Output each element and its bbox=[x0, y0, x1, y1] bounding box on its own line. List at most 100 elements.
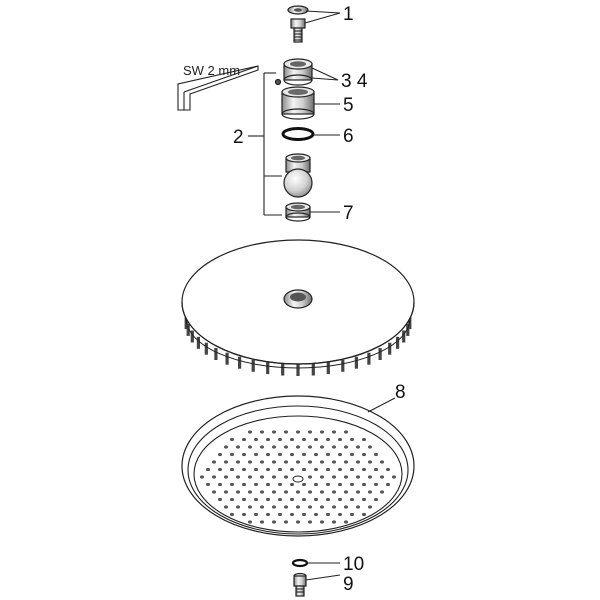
nozzle bbox=[236, 475, 240, 479]
shower-head-disc bbox=[181, 239, 415, 376]
nozzle bbox=[308, 430, 312, 434]
nozzle bbox=[368, 460, 372, 464]
nozzle bbox=[296, 490, 300, 494]
nozzle bbox=[248, 460, 252, 464]
nozzle bbox=[278, 482, 282, 487]
nozzle bbox=[350, 452, 354, 457]
nozzle bbox=[332, 505, 336, 509]
nozzle bbox=[284, 460, 288, 464]
nozzle bbox=[284, 430, 288, 434]
nozzle bbox=[242, 437, 246, 442]
nozzle bbox=[266, 452, 270, 457]
nozzle bbox=[236, 445, 240, 449]
nozzle bbox=[236, 490, 240, 494]
nozzle bbox=[230, 452, 234, 457]
label-6: 6 bbox=[343, 126, 354, 147]
nozzle bbox=[290, 482, 294, 487]
nozzle bbox=[326, 437, 330, 442]
nozzle bbox=[278, 452, 282, 457]
nozzle bbox=[290, 512, 294, 517]
nozzle bbox=[296, 430, 300, 434]
nozzle bbox=[344, 520, 348, 524]
nozzle bbox=[260, 490, 264, 494]
nozzle bbox=[338, 467, 342, 472]
nozzle bbox=[218, 467, 222, 472]
nozzle bbox=[380, 475, 384, 479]
nozzle bbox=[272, 490, 276, 494]
disc-clip bbox=[341, 359, 345, 372]
nozzle bbox=[368, 475, 372, 479]
nozzle bbox=[314, 512, 318, 517]
hex-key-icon bbox=[177, 65, 259, 111]
nozzle bbox=[368, 490, 372, 494]
nozzle bbox=[356, 505, 360, 509]
nozzle bbox=[254, 437, 258, 442]
nozzle bbox=[314, 467, 318, 472]
nozzle bbox=[278, 512, 282, 517]
nozzle bbox=[242, 452, 246, 457]
nozzle bbox=[308, 475, 312, 479]
nozzle bbox=[266, 482, 270, 487]
nozzle bbox=[260, 520, 264, 524]
disc-clip bbox=[378, 348, 382, 360]
nozzle bbox=[224, 505, 228, 509]
nozzle bbox=[290, 452, 294, 457]
nozzle bbox=[272, 430, 276, 434]
nozzle bbox=[272, 445, 276, 449]
nozzle bbox=[320, 475, 324, 479]
nozzle bbox=[212, 490, 216, 494]
nozzle bbox=[350, 512, 354, 517]
disc-clip bbox=[406, 323, 410, 336]
nozzle bbox=[308, 460, 312, 464]
disc-clip bbox=[186, 323, 190, 336]
nozzle bbox=[248, 490, 252, 494]
nozzle bbox=[338, 437, 342, 442]
nozzle bbox=[308, 490, 312, 494]
nozzle bbox=[218, 497, 222, 502]
nozzle bbox=[320, 490, 324, 494]
nozzle bbox=[344, 430, 348, 434]
nozzle bbox=[362, 482, 366, 487]
nozzle bbox=[296, 460, 300, 464]
nozzle bbox=[320, 460, 324, 464]
nozzle bbox=[302, 437, 306, 442]
nozzle bbox=[362, 467, 366, 472]
part-6-o-ring bbox=[281, 127, 315, 141]
disc-clip bbox=[367, 352, 371, 365]
nozzle bbox=[242, 482, 246, 487]
leader-3-4 bbox=[311, 67, 339, 81]
nozzle bbox=[260, 445, 264, 449]
nozzle bbox=[266, 437, 270, 442]
nozzle bbox=[320, 520, 324, 524]
nozzle bbox=[362, 497, 366, 502]
nozzle bbox=[386, 467, 390, 472]
nozzle bbox=[254, 467, 258, 472]
nozzle bbox=[338, 482, 342, 487]
nozzle bbox=[344, 460, 348, 464]
nozzle bbox=[326, 497, 330, 502]
nozzle bbox=[314, 437, 318, 442]
nozzle bbox=[230, 437, 234, 442]
disc-clip bbox=[204, 342, 208, 355]
leader-1 bbox=[304, 10, 341, 24]
nozzle bbox=[320, 445, 324, 449]
nozzle bbox=[248, 445, 252, 449]
disc-clip bbox=[190, 330, 194, 343]
disc-clip bbox=[214, 348, 218, 360]
part-8-spray-face bbox=[181, 395, 415, 537]
nozzle bbox=[362, 437, 366, 442]
nozzle-pattern bbox=[200, 430, 396, 524]
disc-clip bbox=[396, 336, 400, 349]
disc-clip bbox=[354, 356, 358, 369]
nozzle bbox=[314, 482, 318, 487]
nozzle bbox=[254, 452, 258, 457]
nozzle bbox=[320, 505, 324, 509]
leader-9 bbox=[305, 574, 341, 581]
part-5-nut bbox=[281, 86, 315, 120]
nozzle bbox=[260, 505, 264, 509]
nozzle bbox=[332, 490, 336, 494]
nozzle bbox=[260, 430, 264, 434]
nozzle bbox=[284, 520, 288, 524]
nozzle bbox=[278, 467, 282, 472]
nozzle bbox=[374, 482, 378, 487]
